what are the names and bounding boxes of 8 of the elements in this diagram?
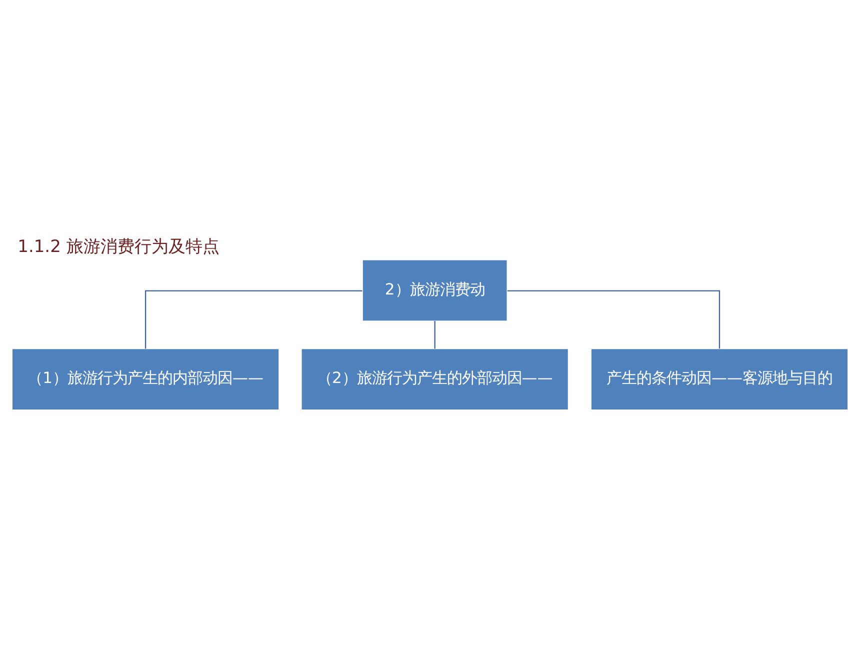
node-box: 2）旅游消费动	[362, 259, 508, 322]
node-box: 产生的条件动因——客源地与目的	[590, 348, 848, 410]
connector	[507, 290, 720, 349]
diagram-title: 1.1.2 旅游消费行为及特点	[18, 236, 220, 257]
connector	[144, 290, 362, 349]
connector	[434, 321, 436, 349]
node-box: （1）旅游行为产生的内部动因——	[12, 348, 280, 410]
node-box: （2）旅游行为产生的外部动因——	[301, 348, 569, 410]
